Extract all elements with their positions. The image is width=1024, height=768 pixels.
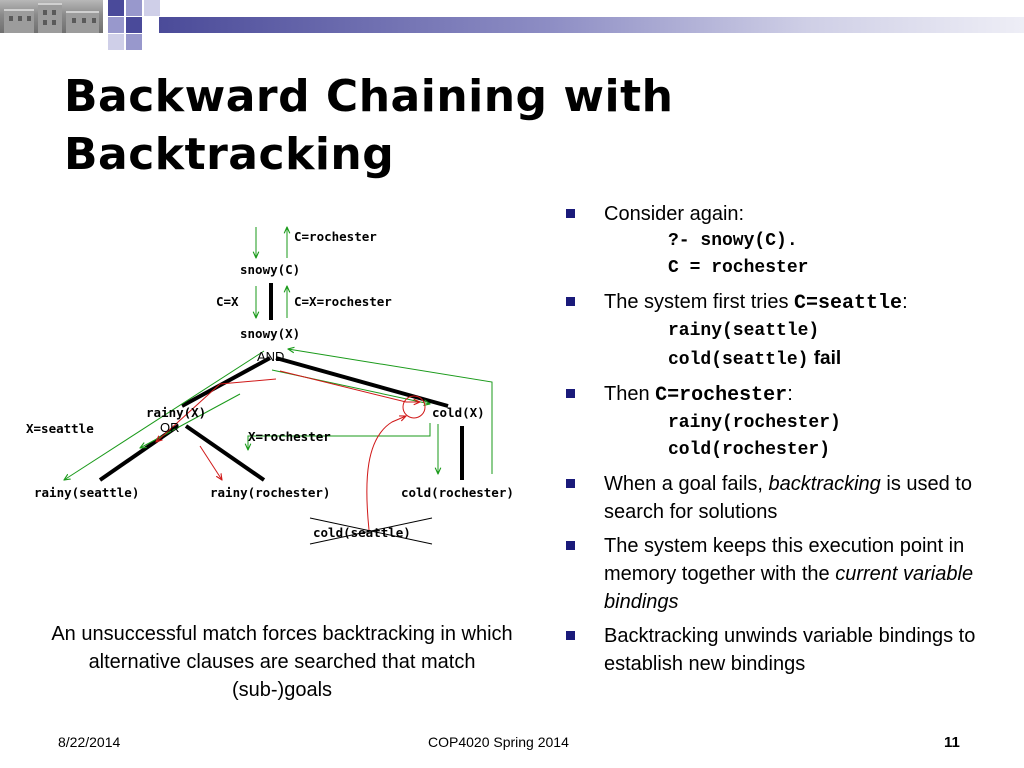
bullet-text: Then xyxy=(604,383,656,405)
bullet-square-icon xyxy=(566,631,575,640)
node-rainy-x: rainy(X) xyxy=(146,405,206,420)
footer-course: COP4020 Spring 2014 xyxy=(428,734,569,750)
deco-square xyxy=(126,17,142,33)
deco-square xyxy=(108,17,124,33)
arrow-red-to-rainy xyxy=(156,378,277,442)
bullet-square-icon xyxy=(566,479,575,488)
arrow-backtrack-x-rochester xyxy=(248,423,431,450)
node-cold-seattle: cold(seattle) xyxy=(313,525,411,540)
deco-square xyxy=(108,34,124,50)
node-rainy-rochester: rainy(rochester) xyxy=(210,485,330,500)
bullet-square-icon xyxy=(566,541,575,550)
label-c-x-rochester: C=X=rochester xyxy=(294,294,392,309)
deco-square xyxy=(126,0,142,16)
code-text: cold(seattle) xyxy=(668,350,809,370)
deco-square xyxy=(144,0,160,16)
arrow-red-to-rainy-rochester xyxy=(199,445,222,480)
diagram-labels: C=rochester snowy(C) C=X C=X=rochester s… xyxy=(26,229,514,540)
label-x-seattle: X=seattle xyxy=(26,421,94,436)
bullet-list: Consider again: ?- snowy(C). C = rochest… xyxy=(566,200,1006,684)
label-or: OR xyxy=(160,420,180,435)
bullet-code-inline: C=seattle xyxy=(794,292,903,315)
header-photo xyxy=(0,0,103,33)
backtracking-diagram: C=rochester snowy(C) C=X C=X=rochester s… xyxy=(20,212,550,557)
bullet-item: Consider again: ?- snowy(C). C = rochest… xyxy=(566,200,1006,282)
green-arrows xyxy=(64,227,493,480)
bullet-text: is used to search for solutions xyxy=(604,473,972,523)
edge-and-rainy xyxy=(181,356,271,408)
header-bar xyxy=(159,17,1024,33)
bullet-item: Then C=rochester: rainy(rochester) cold(… xyxy=(566,380,1006,464)
diagram-caption: An unsuccessful match forces backtrackin… xyxy=(51,623,513,701)
bullet-item: When a goal fails, backtracking is used … xyxy=(566,470,1006,526)
fail-label: fail xyxy=(808,348,842,369)
bullet-code-inline: C=rochester xyxy=(655,384,788,407)
bullet-square-icon xyxy=(566,297,575,306)
label-c-x: C=X xyxy=(216,294,239,309)
title-line-1: Backward Chaining with xyxy=(64,71,674,122)
node-cold-rochester: cold(rochester) xyxy=(401,485,514,500)
bullet-text: : xyxy=(902,291,908,313)
node-snowy-c: snowy(C) xyxy=(240,262,300,277)
title-line-2: Backtracking xyxy=(64,129,395,180)
code-line: cold(rochester) xyxy=(668,440,831,460)
tree-edges xyxy=(98,283,464,482)
code-line: C = rochester xyxy=(668,258,809,278)
deco-square xyxy=(108,0,124,16)
label-c-rochester: C=rochester xyxy=(294,229,377,244)
bullet-item: The system keeps this execution point in… xyxy=(566,532,1006,616)
bullet-text: Consider again: xyxy=(604,203,745,225)
arrow-red-fail xyxy=(366,416,406,531)
node-rainy-seattle: rainy(seattle) xyxy=(34,485,139,500)
bullet-square-icon xyxy=(566,209,575,218)
red-arrows xyxy=(156,370,426,531)
cold-seattle-cross xyxy=(309,517,433,545)
code-line: ?- snowy(C). xyxy=(668,231,798,251)
node-snowy-x: snowy(X) xyxy=(240,326,300,341)
bullet-item: The system first tries C=seattle: rainy(… xyxy=(566,288,1006,374)
footer-date: 8/22/2014 xyxy=(58,734,121,750)
bullet-text: The system keeps this execution point in… xyxy=(604,535,965,585)
label-x-rochester: X=rochester xyxy=(248,429,331,444)
bullet-text: When a goal fails, xyxy=(604,473,769,495)
deco-square xyxy=(126,34,142,50)
arrow-red-to-cold xyxy=(279,370,420,402)
bullet-text: The system first tries xyxy=(604,291,795,313)
bullet-emphasis: current variable bindings xyxy=(604,563,974,613)
edge-rainy-rochester xyxy=(184,424,266,482)
node-cold-x: cold(X) xyxy=(432,405,485,420)
diagram-svg: C=rochester snowy(C) C=X C=X=rochester s… xyxy=(26,212,514,545)
bullet-item: Backtracking unwinds variable bindings t… xyxy=(566,622,1006,678)
arrow-success-return xyxy=(288,349,493,474)
edge-and-cold xyxy=(275,356,449,408)
slide-title: Backward Chaining with Backtracking xyxy=(64,68,784,184)
arrow-to-rainy-seattle xyxy=(64,350,265,480)
red-circle-failure xyxy=(402,395,426,419)
bullet-square-icon xyxy=(566,389,575,398)
footer-page-number: 11 xyxy=(944,734,960,751)
bullet-text: Backtracking unwinds variable bindings t… xyxy=(604,625,976,675)
label-and: AND xyxy=(257,349,284,364)
bullet-emphasis: backtracking xyxy=(768,473,881,495)
code-line: cold(seattle) fail xyxy=(604,345,1006,374)
code-line: rainy(seattle) xyxy=(668,321,820,341)
bullet-text: : xyxy=(787,383,793,405)
code-line: rainy(rochester) xyxy=(668,413,841,433)
